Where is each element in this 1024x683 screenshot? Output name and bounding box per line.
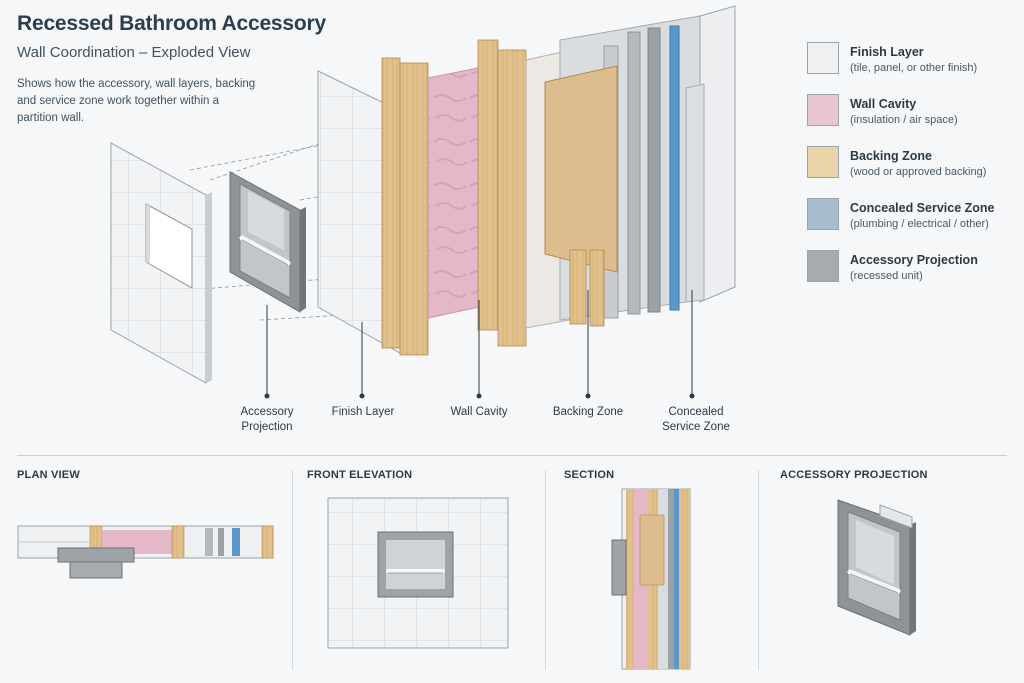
view-divider (545, 470, 546, 670)
tile-finish-panel (110, 142, 212, 384)
legend-item-backing-zone: Backing Zone (wood or approved backing) (807, 146, 1017, 198)
section-divider (17, 455, 1007, 456)
legend-swatch (807, 146, 839, 178)
callout-accessory-projection: Accessory Projection (240, 406, 294, 433)
detail-views (17, 488, 916, 670)
legend-subtitle: (tile, panel, or other finish) (850, 62, 978, 74)
accessory-projection-drawing (837, 499, 916, 636)
backing-board (544, 65, 618, 327)
front-elevation-title: FRONT ELEVATION (307, 469, 413, 481)
callout-backing-zone: Backing Zone (552, 406, 624, 418)
callout-wall-cavity: Wall Cavity (450, 406, 508, 418)
legend-item-finish-layer: Finish Layer (tile, panel, or other fini… (807, 42, 1017, 94)
legend-title: Finish Layer (850, 45, 924, 59)
view-divider (292, 470, 293, 670)
legend-subtitle: (recessed unit) (850, 270, 923, 282)
legend-item-accessory-projection: Accessory Projection (recessed unit) (807, 250, 1017, 302)
legend-title: Accessory Projection (850, 253, 978, 267)
legend-swatch (807, 42, 839, 74)
legend-title: Concealed Service Zone (850, 201, 995, 215)
front-elevation-drawing (327, 497, 509, 649)
rear-finish-panel (685, 5, 736, 303)
callout-leaders (264, 290, 695, 399)
callout-finish-layer: Finish Layer (331, 406, 395, 418)
section-view-title: SECTION (564, 469, 615, 481)
legend-title: Wall Cavity (850, 97, 917, 111)
legend-item-wall-cavity: Wall Cavity (insulation / air space) (807, 94, 1017, 146)
plan-view-drawing (17, 525, 274, 579)
view-divider (758, 470, 759, 670)
page-title: Recessed Bathroom Accessory (17, 12, 326, 35)
legend-subtitle: (insulation / air space) (850, 114, 958, 126)
page-description: Shows how the accessory, wall layers, ba… (17, 78, 256, 124)
legend-title: Backing Zone (850, 149, 932, 163)
section-drawing (611, 488, 691, 670)
exploded-view-diagram (110, 5, 736, 399)
legend: Finish Layer (tile, panel, or other fini… (807, 42, 1017, 302)
page-subtitle: Wall Coordination – Exploded View (17, 44, 251, 61)
back-studs (477, 39, 527, 347)
legend-swatch (807, 198, 839, 230)
legend-swatch (807, 94, 839, 126)
recessed-accessory-unit (229, 171, 306, 313)
legend-subtitle: (plumbing / electrical / other) (850, 218, 989, 230)
legend-subtitle: (wood or approved backing) (850, 166, 987, 178)
legend-swatch (807, 250, 839, 282)
front-studs (381, 57, 429, 356)
plan-view-title: PLAN VIEW (17, 469, 80, 481)
callout-concealed-service-zone: Concealed Service Zone (662, 406, 730, 433)
legend-item-concealed-service-zone: Concealed Service Zone (plumbing / elect… (807, 198, 1017, 250)
accessory-projection-title: ACCESSORY PROJECTION (780, 469, 928, 481)
